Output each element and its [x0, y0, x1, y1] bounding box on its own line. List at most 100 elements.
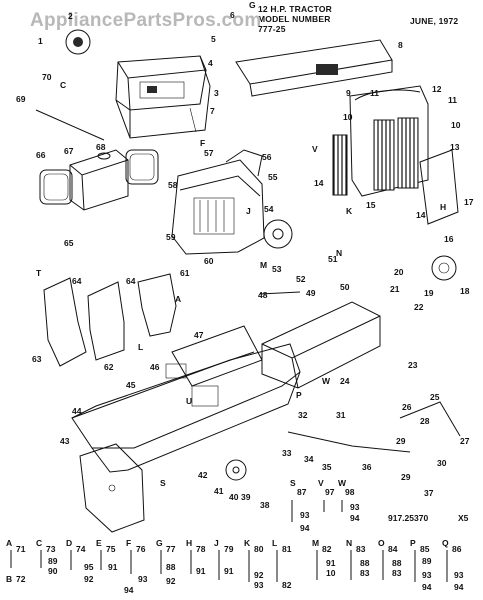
legend-sub-92c: 92 [254, 570, 264, 580]
header-line1: 12 H.P. TRACTOR [258, 4, 332, 14]
hardware-legend-top: S 87 V 97 W 98 93 94 93 94 [290, 478, 360, 533]
svg-text:E: E [96, 538, 102, 548]
svg-text:77: 77 [166, 544, 176, 554]
svg-text:D: D [66, 538, 72, 548]
legend-top-number-87: 87 [297, 487, 307, 497]
callout-40: 40 [229, 492, 239, 502]
callout-43: 43 [60, 436, 70, 446]
callout-50: 50 [340, 282, 350, 292]
svg-text:72: 72 [16, 574, 26, 584]
callout-18: 18 [460, 286, 470, 296]
callout-47: 47 [194, 330, 204, 340]
svg-text:H: H [186, 538, 192, 548]
callout-70: 70 [42, 72, 52, 82]
svg-text:P: P [410, 538, 416, 548]
legend-top-number-98: 98 [345, 487, 355, 497]
svg-text:N: N [346, 538, 352, 548]
legend-item-o: O84 [378, 538, 398, 554]
letter-k: K [346, 206, 353, 216]
svg-text:Q: Q [442, 538, 449, 548]
svg-text:80: 80 [254, 544, 264, 554]
svg-text:86: 86 [452, 544, 462, 554]
svg-text:J: J [214, 538, 219, 548]
letter-c: C [60, 80, 66, 90]
callout-56: 56 [262, 152, 272, 162]
callout-6: 6 [230, 10, 235, 20]
letter-f: F [200, 138, 205, 148]
callout-26: 26 [402, 402, 412, 412]
svg-text:A: A [6, 538, 12, 548]
legend-item-f: F 76 [126, 538, 146, 554]
svg-text:74: 74 [76, 544, 86, 554]
svg-text:82: 82 [322, 544, 332, 554]
svg-text:76: 76 [136, 544, 146, 554]
callout-30: 30 [437, 458, 447, 468]
callout-64b: 64 [126, 276, 136, 286]
legend-item-a: A 71 [6, 538, 26, 554]
callout-49: 49 [306, 288, 316, 298]
legend-sub-94a: 94 [124, 585, 134, 595]
linkage [35, 29, 461, 481]
callout-labels: 1 2 3 4 5 6 7 8 9 10 10 11 11 12 13 14 1… [16, 10, 474, 510]
callout-27: 27 [460, 436, 470, 446]
callout-10b: 10 [451, 120, 461, 130]
legend-sub-92b: 92 [166, 576, 176, 586]
callout-58: 58 [168, 180, 178, 190]
callout-45: 45 [126, 380, 136, 390]
callout-24: 24 [340, 376, 350, 386]
callout-65: 65 [64, 238, 74, 248]
callout-21: 21 [390, 284, 400, 294]
svg-text:71: 71 [16, 544, 26, 554]
grille-frame [332, 85, 459, 225]
legend-sub-88a: 88 [166, 562, 176, 572]
dash-console [115, 55, 211, 139]
svg-text:73: 73 [46, 544, 56, 554]
legend-sub-92a: 92 [84, 574, 94, 584]
letter-a: A [175, 294, 181, 304]
callout-69: 69 [16, 94, 26, 104]
letter-j: J [246, 206, 251, 216]
callout-32: 32 [298, 410, 308, 420]
callout-3: 3 [214, 88, 219, 98]
legend-top-letter-v: V [318, 478, 324, 488]
hardware-legend: A71 C73 D74 E75 F76 G77 H78 J79 K80 L81 … [6, 538, 464, 595]
letter-l: L [138, 342, 143, 352]
callout-48: 48 [258, 290, 268, 300]
callout-44: 44 [72, 406, 82, 416]
callout-17: 17 [464, 197, 474, 207]
legend-item-g: G77 [156, 538, 176, 554]
callout-35: 35 [322, 462, 332, 472]
callout-23: 23 [408, 360, 418, 370]
callout-55: 55 [268, 172, 278, 182]
svg-text:B: B [6, 574, 12, 584]
callout-39: 39 [241, 492, 251, 502]
svg-text:79: 79 [224, 544, 234, 554]
callout-10a: 10 [343, 112, 353, 122]
callout-2: 2 [68, 11, 73, 21]
fuel-tank [69, 149, 129, 211]
letter-m: M [260, 260, 267, 270]
diagram-header: 12 H.P. TRACTOR MODEL NUMBER 777-25 JUNE… [258, 4, 458, 34]
legend-item-b: B 72 [6, 574, 26, 584]
callout-59: 59 [166, 232, 176, 242]
legend-item-m: M82 [312, 538, 332, 554]
header-date: JUNE, 1972 [410, 16, 458, 26]
legend-item-c: C 73 [36, 538, 56, 554]
legend-sub-91b: 91 [196, 566, 206, 576]
svg-text:F: F [126, 538, 131, 548]
legend-item-e: E75 [96, 538, 116, 554]
svg-text:85: 85 [420, 544, 430, 554]
side-brackets [43, 273, 177, 367]
header-line2: MODEL NUMBER [258, 14, 331, 24]
callout-63: 63 [32, 354, 42, 364]
legend-item-d: D 74 [66, 538, 86, 554]
legend-sub-83a: 83 [360, 568, 370, 578]
callout-53: 53 [272, 264, 282, 274]
callout-20: 20 [394, 267, 404, 277]
engine [171, 149, 293, 255]
svg-text:C: C [36, 538, 42, 548]
doc-suffix: X5 [458, 513, 469, 523]
svg-text:M: M [312, 538, 319, 548]
callout-14a: 14 [314, 178, 324, 188]
